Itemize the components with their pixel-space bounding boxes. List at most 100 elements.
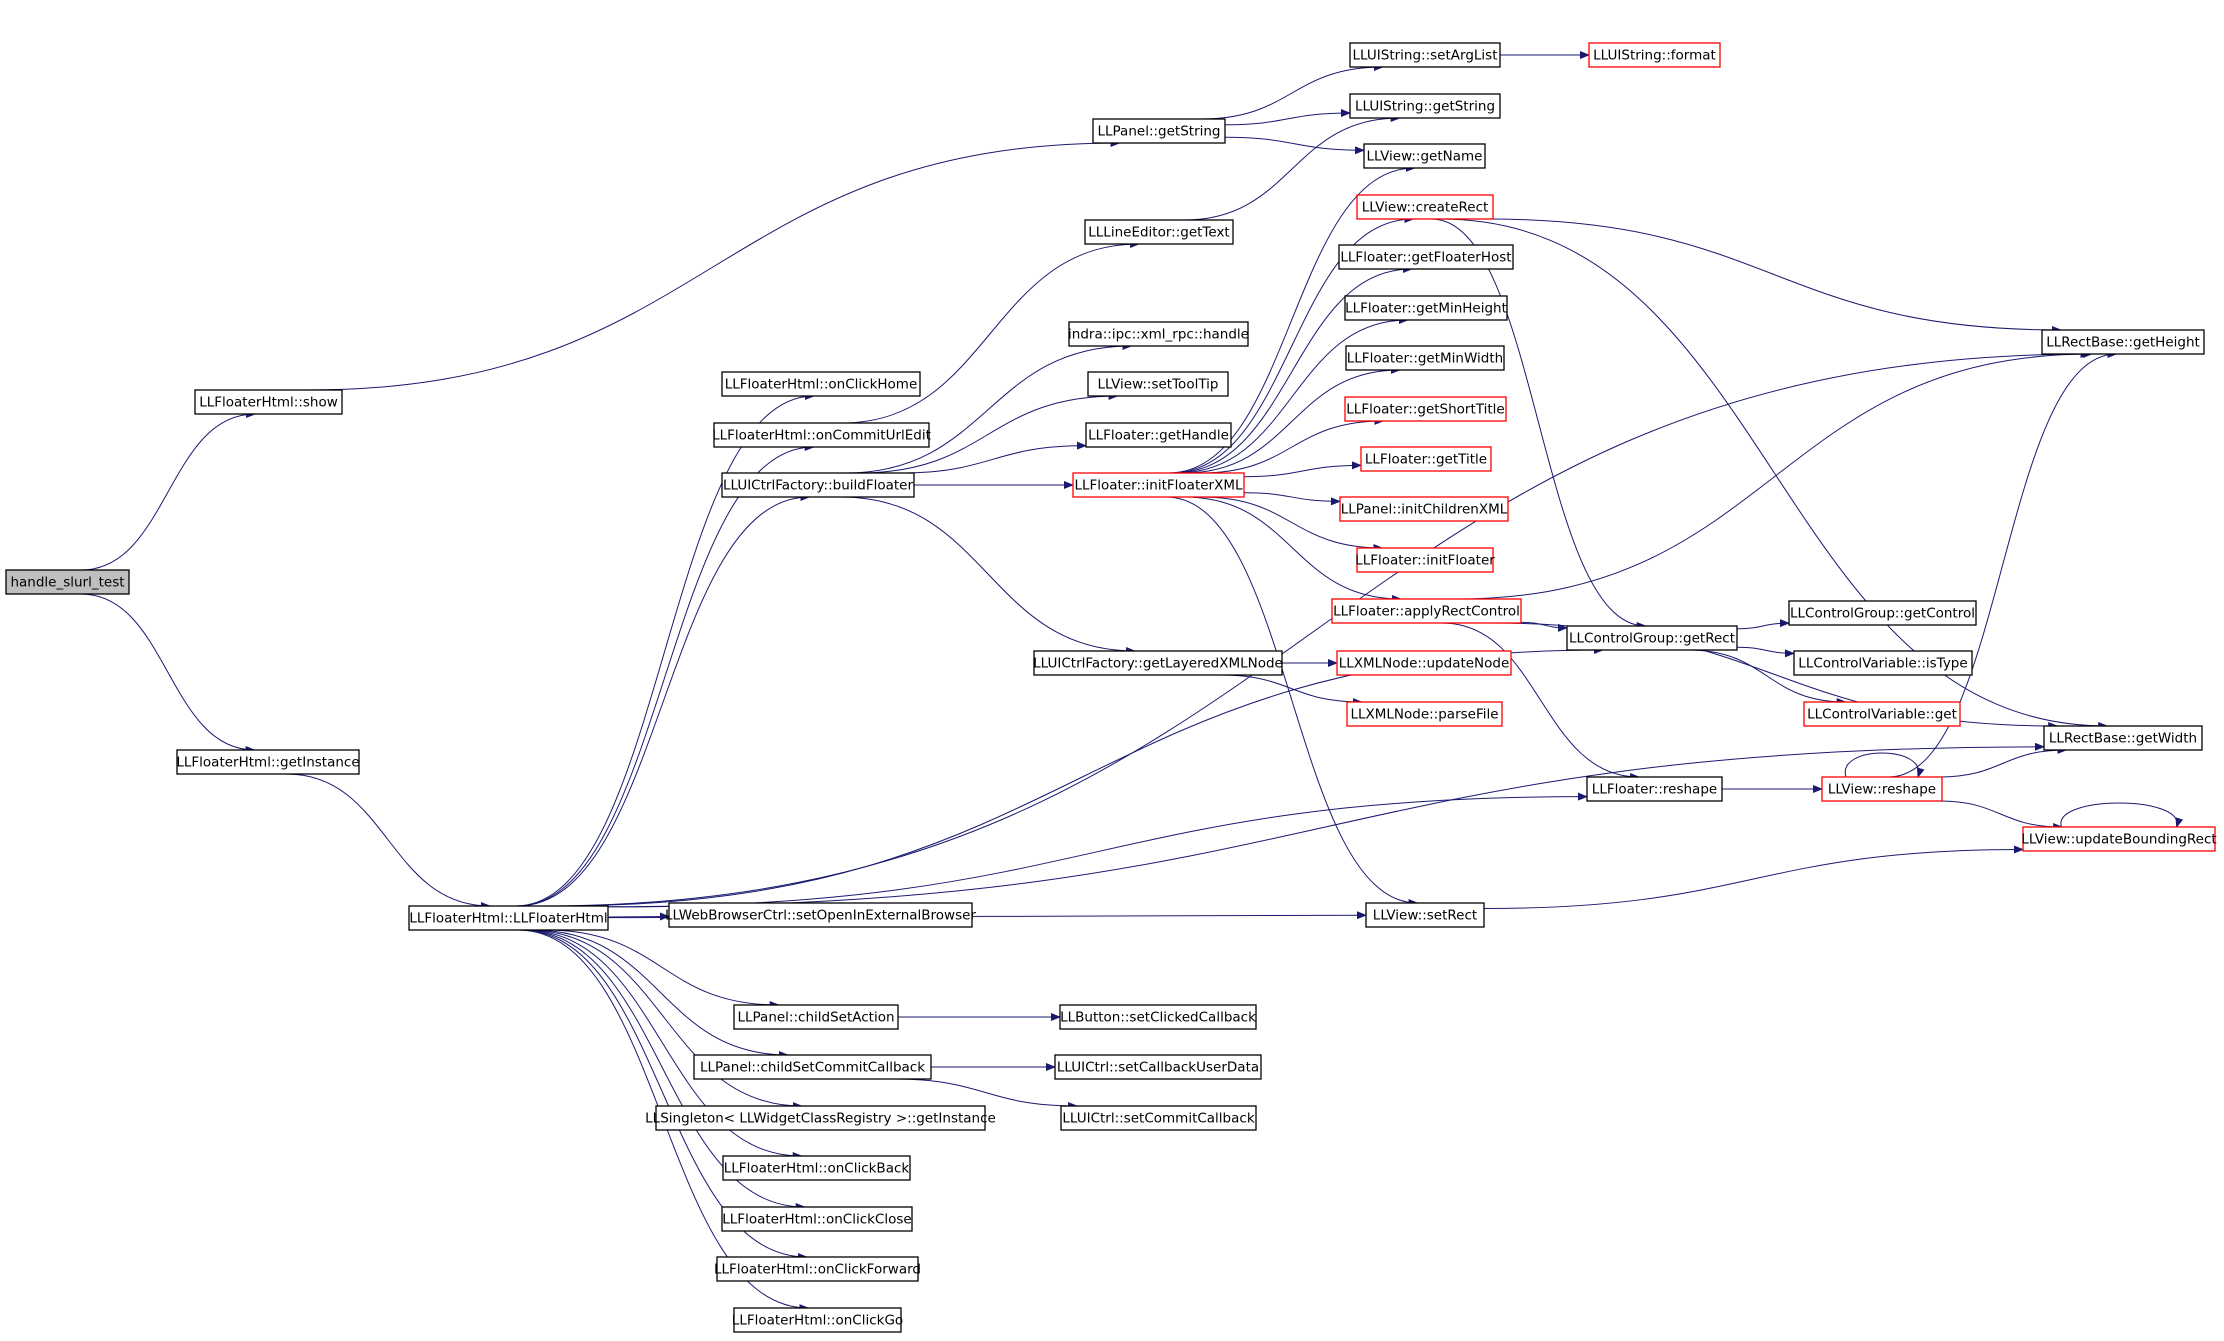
node-label: LLLineEditor::getText: [1088, 225, 1229, 241]
edge-floater-initfloaterxml-to-view-createrect: [1169, 215, 1415, 474]
node-box: [1336, 650, 1512, 676]
node-label: LLFloaterHtml::LLFloaterHtml: [409, 911, 607, 927]
node-box: [1356, 547, 1494, 573]
edge-view-createrect-to-rectbase-getwidth: [1440, 218, 2109, 730]
edge-view-reshape-to-view-reshape: [1844, 752, 1925, 778]
graph-node-panel-initchildrenxml[interactable]: LLPanel::initChildrenXML: [1339, 496, 1509, 522]
graph-node-rectbase-getwidth[interactable]: LLRectBase::getWidth: [2043, 725, 2203, 751]
edge-floaterhtml-ctor-to-rectbase-getwidth: [607, 742, 2045, 908]
edge-floaterhtml-ctor-to-floater-reshape: [607, 792, 1588, 908]
graph-node-view-settooltip[interactable]: LLView::setToolTip: [1087, 371, 1229, 397]
graph-node-floater-applyrectcontrol[interactable]: LLFloater::applyRectControl: [1331, 598, 1522, 624]
edge-view-reshape-to-view-updateboundingrect: [1938, 800, 2064, 831]
graph-node-xmlnode-parsefile[interactable]: LLXMLNode::parseFile: [1346, 701, 1503, 727]
graph-node-handle-slurl-test[interactable]: handle_slurl_test: [5, 569, 130, 595]
edge-uictrlfactory-getlayeredxmlnode-to-xmlnode-parsefile: [1220, 674, 1363, 706]
graph-node-floater-gethandle[interactable]: LLFloater::getHandle: [1085, 422, 1232, 448]
node-label: LLFloaterHtml::getInstance: [176, 755, 359, 771]
node-box: [1793, 650, 1973, 676]
edge-panel-getstring-to-uistring-setarglist: [1200, 63, 1384, 120]
node-box: [1033, 650, 1283, 676]
graph-node-floater-getminwidth[interactable]: LLFloater::getMinWidth: [1345, 345, 1505, 371]
graph-node-floaterhtml-oncommiturledit[interactable]: LLFloaterHtml::onCommitUrlEdit: [712, 422, 931, 448]
graph-node-uictrlfactory-getlayeredxmlnode[interactable]: LLUICtrlFactory::getLayeredXMLNode: [1033, 650, 1283, 676]
graph-node-view-createrect[interactable]: LLView::createRect: [1356, 194, 1494, 220]
graph-node-floaterhtml-onclickgo[interactable]: LLFloaterHtml::onClickGo: [732, 1307, 903, 1333]
graph-node-uictrlfactory-buildfloater[interactable]: LLUICtrlFactory::buildFloater: [721, 472, 915, 498]
graph-node-floater-getshorttitle[interactable]: LLFloater::getShortTitle: [1344, 396, 1507, 422]
node-label: handle_slurl_test: [10, 575, 124, 591]
node-box: [1345, 345, 1505, 371]
edge-floaterhtml-show-to-panel-getstring: [307, 139, 1121, 391]
graph-node-floaterhtml-onclickback[interactable]: LLFloaterHtml::onClickBack: [722, 1155, 911, 1181]
graph-node-floaterhtml-ctor[interactable]: LLFloaterHtml::LLFloaterHtml: [408, 905, 609, 931]
graph-node-floater-initfloater[interactable]: LLFloater::initFloater: [1355, 547, 1495, 573]
node-label: LLControlGroup::getControl: [1790, 606, 1975, 622]
graph-node-xmlnode-updatenode[interactable]: LLXMLNode::updateNode: [1336, 650, 1512, 676]
graph-node-singleton-getinstance[interactable]: LLSingleton< LLWidgetClassRegistry >::ge…: [645, 1105, 996, 1131]
node-box: [1344, 295, 1508, 321]
graph-node-floater-reshape[interactable]: LLFloater::reshape: [1586, 776, 1723, 802]
graph-node-view-setrect[interactable]: LLView::setRect: [1365, 902, 1485, 928]
node-box: [194, 389, 343, 415]
edge-floater-initfloaterxml-to-floater-getshorttitle: [1200, 417, 1385, 474]
edge-floater-initfloaterxml-to-floater-getfloaterhost: [1172, 265, 1413, 474]
graph-node-panel-childsetaction[interactable]: LLPanel::childSetAction: [733, 1004, 899, 1030]
graph-node-lineeditor-gettext[interactable]: LLLineEditor::getText: [1084, 219, 1234, 245]
graph-node-floater-gettitle[interactable]: LLFloater::getTitle: [1360, 446, 1492, 472]
edge-uictrlfactory-buildfloater-to-floater-gethandle: [899, 441, 1087, 474]
graph-node-view-reshape[interactable]: LLView::reshape: [1821, 776, 1943, 802]
graph-node-floaterhtml-onclickclose[interactable]: LLFloaterHtml::onClickClose: [721, 1206, 913, 1232]
node-label: LLXMLNode::parseFile: [1350, 707, 1498, 723]
graph-node-floater-getminheight[interactable]: LLFloater::getMinHeight: [1344, 295, 1508, 321]
graph-node-button-setclickedcallback[interactable]: LLButton::setClickedCallback: [1059, 1004, 1257, 1030]
edge-floaterhtml-ctor-to-floaterhtml-onclickclose: [520, 929, 806, 1211]
edge-floaterhtml-oncommiturledit-to-lineeditor-gettext: [841, 240, 1141, 424]
node-box: [1338, 244, 1514, 270]
edge-view-updateboundingrect-to-view-updateboundingrect: [2060, 802, 2184, 828]
graph-node-controlvariable-get[interactable]: LLControlVariable::get: [1803, 701, 1961, 727]
edge-uictrlfactory-buildfloater-to-uictrlfactory-getlayeredxmlnode: [840, 496, 1137, 655]
graph-node-view-getname[interactable]: LLView::getName: [1363, 143, 1486, 169]
graph-node-uistring-setarglist[interactable]: LLUIString::setArgList: [1349, 42, 1501, 68]
graph-node-uistring-getstring[interactable]: LLUIString::getString: [1349, 93, 1501, 119]
node-label: LLView::updateBoundingRect: [2021, 832, 2216, 848]
graph-node-uistring-format[interactable]: LLUIString::format: [1588, 42, 1721, 68]
node-label: LLSingleton< LLWidgetClassRegistry >::ge…: [645, 1111, 996, 1127]
graph-node-floater-getfloaterhost[interactable]: LLFloater::getFloaterHost: [1338, 244, 1514, 270]
node-box: [1566, 625, 1738, 651]
node-label: LLFloater::applyRectControl: [1333, 604, 1520, 620]
node-box: [1360, 446, 1492, 472]
graph-node-floaterhtml-show[interactable]: LLFloaterHtml::show: [194, 389, 343, 415]
edge-floaterhtml-ctor-to-singleton-getinstance: [527, 929, 803, 1110]
node-label: LLView::reshape: [1828, 782, 1936, 798]
graph-node-indra-handle[interactable]: indra::ipc::xml_rpc::handle: [1068, 321, 1249, 347]
edge-floaterhtml-ctor-to-panel-childsetaction: [545, 929, 780, 1009]
graph-node-floaterhtml-onclickforward[interactable]: LLFloaterHtml::onClickForward: [714, 1256, 921, 1282]
graph-node-panel-getstring[interactable]: LLPanel::getString: [1092, 118, 1226, 144]
graph-node-view-updateboundingrect[interactable]: LLView::updateBoundingRect: [2021, 826, 2217, 852]
graph-node-controlgroup-getcontrol[interactable]: LLControlGroup::getControl: [1788, 600, 1977, 626]
edge-controlgroup-getrect-to-controlvariable-istype: [1736, 646, 1795, 658]
graph-node-controlvariable-istype[interactable]: LLControlVariable::isType: [1793, 650, 1973, 676]
graph-node-rectbase-getheight[interactable]: LLRectBase::getHeight: [2041, 329, 2205, 355]
node-box: [5, 569, 130, 595]
node-box: [1068, 321, 1249, 347]
node-label: LLXMLNode::updateNode: [1339, 656, 1510, 672]
edge-floaterhtml-ctor-to-webbrowserctrl-setopen: [607, 912, 670, 921]
node-label: LLView::setRect: [1373, 908, 1477, 924]
node-label: LLControlVariable::get: [1807, 707, 1957, 723]
graph-node-uictrl-setcommitcallback[interactable]: LLUICtrl::setCommitCallback: [1060, 1105, 1257, 1131]
node-label: LLPanel::childSetAction: [737, 1010, 894, 1026]
graph-node-floaterhtml-getinstance[interactable]: LLFloaterHtml::getInstance: [176, 749, 360, 775]
node-label: LLWebBrowserCtrl::setOpenInExternalBrows…: [665, 908, 976, 924]
graph-node-controlgroup-getrect[interactable]: LLControlGroup::getRect: [1566, 625, 1738, 651]
node-label: LLFloater::getFloaterHost: [1340, 250, 1511, 266]
graph-node-uictrl-setcallbackuserdata[interactable]: LLUICtrl::setCallbackUserData: [1054, 1054, 1262, 1080]
graph-node-panel-childsetcommitcallback[interactable]: LLPanel::childSetCommitCallback: [693, 1054, 932, 1080]
graph-node-floaterhtml-onclickhome[interactable]: LLFloaterHtml::onClickHome: [721, 371, 921, 397]
graph-node-webbrowserctrl-setopen[interactable]: LLWebBrowserCtrl::setOpenInExternalBrows…: [665, 902, 976, 928]
node-box: [1821, 776, 1943, 802]
node-box: [1085, 422, 1232, 448]
graph-node-floater-initfloaterxml[interactable]: LLFloater::initFloaterXML: [1072, 472, 1245, 498]
